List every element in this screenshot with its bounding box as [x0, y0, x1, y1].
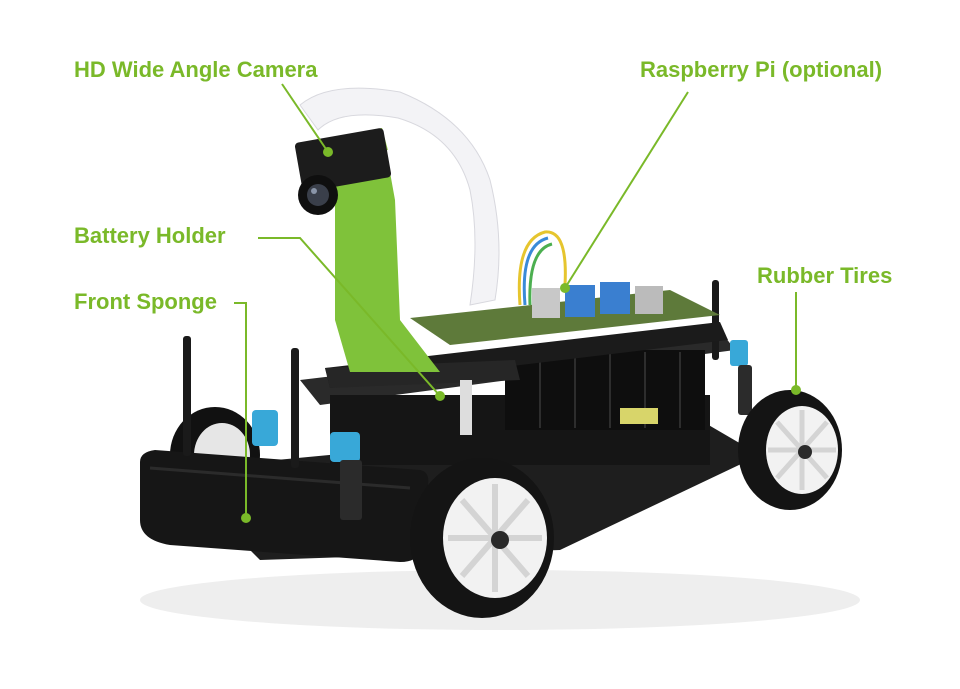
leader-camera [281, 83, 329, 153]
callout-dots [241, 147, 801, 523]
front-right-wheel [410, 458, 554, 618]
raspberry-pi-board [410, 230, 720, 345]
front-sponge-label: Front Sponge [74, 289, 217, 314]
battery-holder [505, 350, 705, 430]
leader-front-sponge [234, 302, 247, 518]
shock-absorbers [252, 340, 752, 520]
raspberry-pi-label: Raspberry Pi (optional) [640, 57, 883, 82]
leader-battery-holder [258, 237, 441, 397]
callout-leaders [234, 83, 797, 518]
camera-label: HD Wide Angle Camera [74, 57, 318, 82]
battery-holder-label: Battery Holder [74, 223, 226, 248]
rear-right-wheel [738, 390, 842, 510]
rubber-tires-label: Rubber Tires [757, 263, 893, 288]
camera-module [294, 128, 392, 215]
camera-ribbon-cable [299, 87, 500, 306]
leader-raspberry-pi [564, 91, 689, 289]
